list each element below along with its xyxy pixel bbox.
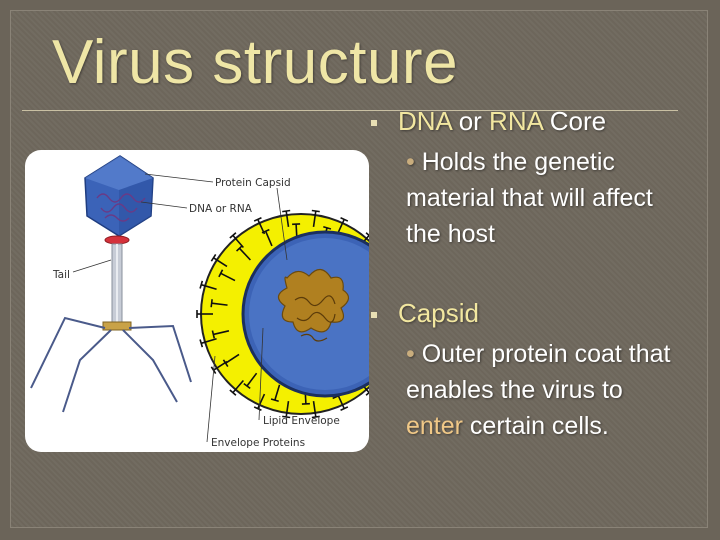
bullet-dna-text: DNA bbox=[398, 106, 451, 136]
sub-bullet-marker: • bbox=[406, 340, 415, 368]
envelope-protein-spike-cap bbox=[200, 339, 202, 347]
label-dna-or-rna: DNA or RNA bbox=[189, 203, 253, 215]
label-protein-capsid: Protein Capsid bbox=[215, 177, 291, 189]
bullet-dna-rna-core: DNA or RNA Core bbox=[398, 104, 606, 138]
sub-bullet-protein-coat: • Outer protein coat that enables the vi… bbox=[406, 336, 676, 444]
virus-diagram: Protein Capsid DNA or RNA Tail Lipid Env… bbox=[25, 150, 369, 452]
bullet-or-text: or bbox=[451, 106, 489, 136]
sub-bullet-text-before: Outer protein coat that enables the viru… bbox=[406, 340, 670, 404]
bullet-core-text: Core bbox=[543, 106, 607, 136]
envelope-protein-spike-cap bbox=[312, 210, 320, 211]
sub-bullet-text: Holds the genetic material that will aff… bbox=[406, 148, 653, 248]
sub-bullet-genetic-material: • Holds the genetic material that will a… bbox=[406, 144, 676, 252]
envelope-protein-spike-cap bbox=[282, 210, 290, 211]
sub-bullet-text-after: certain cells. bbox=[463, 412, 609, 440]
bullet-marker bbox=[371, 120, 377, 126]
envelope-protein-spike-cap bbox=[211, 254, 215, 261]
envelope-protein-spike-cap bbox=[211, 299, 212, 307]
label-lipid-envelope: Lipid Envelope bbox=[263, 415, 340, 427]
label-envelope-proteins: Envelope Proteins bbox=[211, 437, 305, 449]
bullet-capsid-text: Capsid bbox=[398, 298, 479, 328]
envelope-protein-spike-cap bbox=[200, 281, 202, 289]
bacteriophage-illustration bbox=[31, 156, 191, 412]
bullet-capsid: Capsid bbox=[398, 296, 479, 330]
bullet-rna-text: RNA bbox=[489, 106, 542, 136]
slide-title: Virus structure bbox=[52, 28, 458, 98]
bullet-marker bbox=[371, 312, 377, 318]
label-tail: Tail bbox=[52, 269, 70, 281]
virus-diagram-svg: Protein Capsid DNA or RNA Tail Lipid Env… bbox=[25, 150, 369, 452]
enveloped-virus-illustration bbox=[197, 210, 369, 417]
sub-bullet-highlight-enter: enter bbox=[406, 412, 463, 440]
sub-bullet-marker: • bbox=[406, 148, 415, 176]
